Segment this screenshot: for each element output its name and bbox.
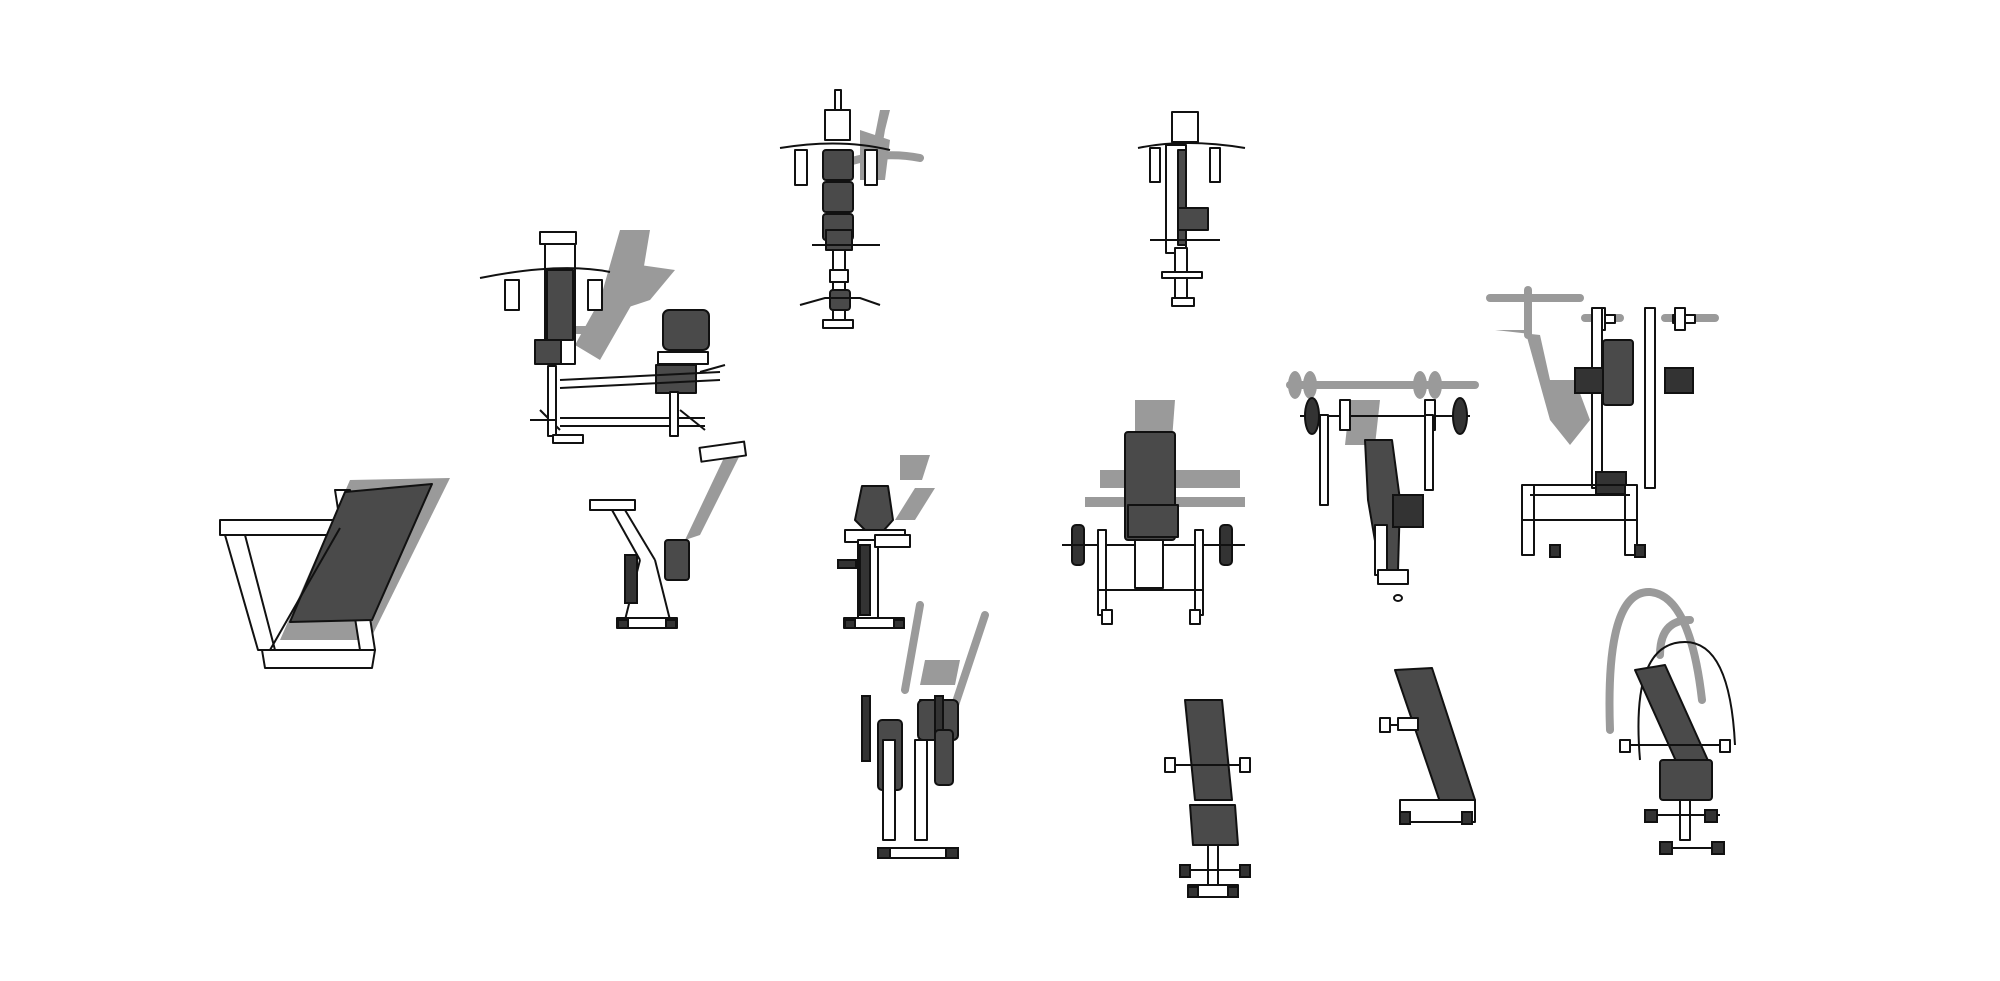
exercise-bike-1 [589,440,748,629]
elliptical-trainer [861,601,989,859]
preacher-curl-bench [1062,400,1245,625]
ab-crunch-bench [1605,587,1736,855]
bench-press-station [1286,371,1479,602]
multi-gym-front-small [1137,111,1246,307]
multi-gym-angled [479,230,726,444]
multi-gym-front [779,89,924,329]
flat-bench [1164,699,1251,898]
incline-board [1379,667,1476,825]
power-tower [1486,286,1719,558]
exercise-bike-2 [837,455,935,629]
treadmill [219,478,450,669]
